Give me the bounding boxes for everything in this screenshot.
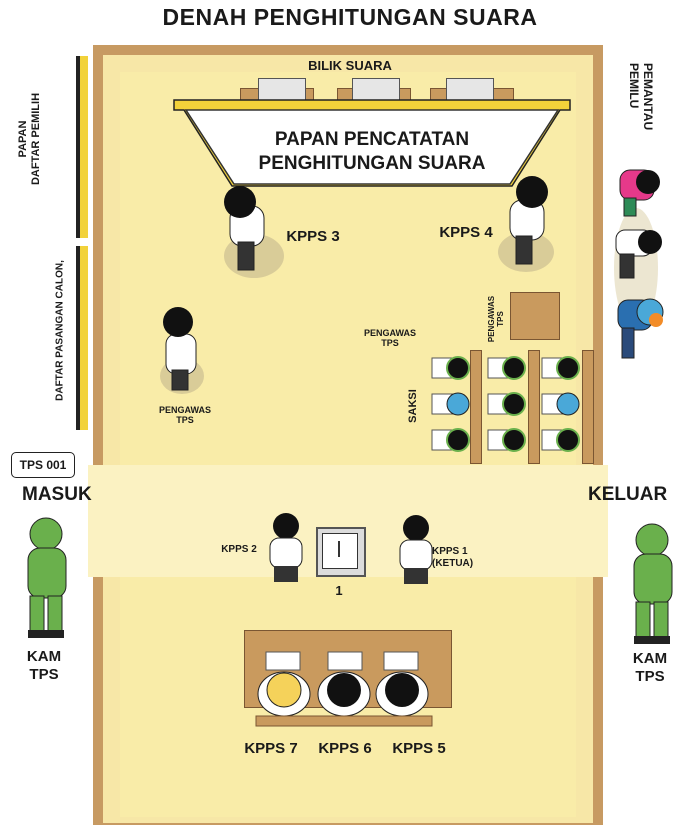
candidate-list-board-label: DAFTAR PASANGAN CALON, — [54, 260, 66, 401]
kpps-6-label: KPPS 6 — [318, 740, 372, 757]
pengawas-tps-table — [510, 292, 560, 340]
security-right-label: KAM TPS — [632, 650, 668, 685]
tally-board — [173, 99, 571, 187]
pengawas-tps-left-label: PENGAWAS TPS — [158, 405, 211, 425]
voter-list-board-label: PAPAN DAFTAR PEMILIH — [17, 92, 42, 186]
pengawas-tps-figure — [160, 307, 204, 394]
ballot-slot — [338, 541, 340, 557]
candidate-list-board — [76, 246, 88, 430]
witness-label: SAKSI — [407, 389, 419, 423]
pengawas-tps-mid-label: PENGAWAS TPS — [363, 328, 416, 348]
kpps-5-7-seated — [255, 651, 433, 727]
tps-number-badge: TPS 001 — [11, 452, 75, 478]
ballot-box-lid — [322, 533, 358, 569]
kpps-3-figure — [224, 186, 284, 278]
tally-board-label: PAPAN PENCATATAN PENGHITUNGAN SUARA — [258, 129, 486, 174]
witness-table — [582, 350, 594, 464]
kpps-1-label: KPPS 1 (KETUA) — [432, 546, 474, 569]
security-left-label: KAM TPS — [26, 648, 62, 683]
kpps-4-figure — [498, 176, 554, 272]
witness-table — [528, 350, 540, 464]
kpps-5-label: KPPS 5 — [392, 740, 446, 757]
page-title: DENAH PENGHITUNGAN SUARA — [162, 4, 538, 30]
exit-label: KELUAR — [588, 484, 668, 505]
observer-label: PEMANTAU PEMILU — [627, 63, 655, 131]
kpps-3-label: KPPS 3 — [286, 228, 340, 245]
witness-table — [470, 350, 482, 464]
voter-list-board — [76, 56, 88, 238]
kpps-2-label: KPPS 2 — [221, 544, 257, 555]
kpps-4-label: KPPS 4 — [439, 224, 493, 241]
voting-booth-label: BILIK SUARA — [308, 58, 392, 73]
election-observers — [614, 169, 664, 359]
voting-booth-screen — [258, 78, 306, 102]
entrance-label: MASUK — [22, 484, 92, 505]
security-guard-left — [27, 517, 67, 638]
pengawas-tps-table-label: PENGAWAS TPS — [487, 295, 505, 343]
witness-seats — [431, 356, 580, 452]
kpps-1-figure — [399, 515, 433, 584]
kpps-7-label: KPPS 7 — [244, 740, 298, 757]
kpps-2-figure — [269, 513, 303, 582]
ballot-box-number: 1 — [335, 583, 343, 598]
security-guard-right — [633, 523, 673, 644]
